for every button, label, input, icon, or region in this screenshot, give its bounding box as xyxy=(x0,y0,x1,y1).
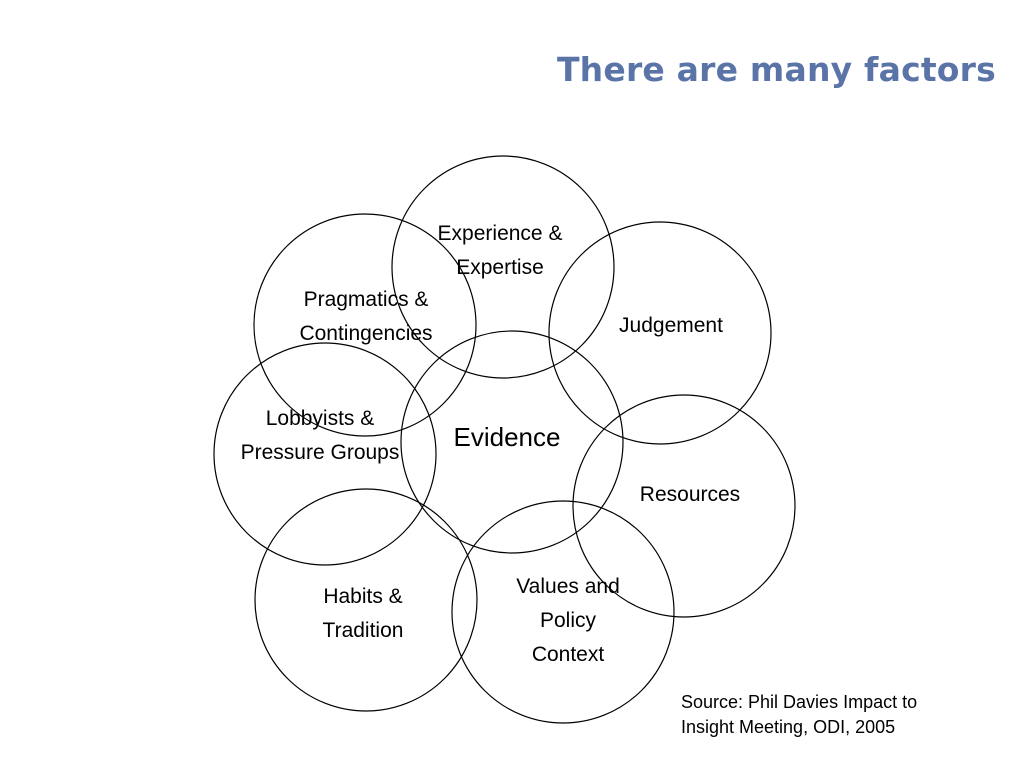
circle-habits-tradition xyxy=(254,488,478,712)
circle-judgement xyxy=(548,221,772,445)
label-habits-tradition: Habits & Tradition xyxy=(322,585,404,642)
circle-values-policy-context xyxy=(451,500,675,724)
slide-title: There are many factors xyxy=(556,50,996,89)
label-resources: Resources xyxy=(639,483,741,506)
circle-resources xyxy=(572,394,796,618)
circle-lobbyists-pressure-groups xyxy=(213,342,437,566)
circle-evidence xyxy=(400,330,624,554)
source-citation: Source: Phil Davies Impact to Insight Me… xyxy=(681,692,918,737)
label-experience-expertise: Experience & Expertise xyxy=(437,222,563,279)
label-pragmatics-contingencies: Pragmatics & Contingencies xyxy=(299,288,433,345)
circle-experience-expertise xyxy=(391,155,615,379)
label-values-policy-context: Values and Policy Context xyxy=(516,575,620,666)
label-judgement: Judgement xyxy=(619,314,723,337)
label-lobbyists-pressure-groups: Lobbyists & Pressure Groups xyxy=(240,407,400,464)
label-evidence: Evidence xyxy=(453,422,561,452)
circle-pragmatics-contingencies xyxy=(253,213,477,437)
